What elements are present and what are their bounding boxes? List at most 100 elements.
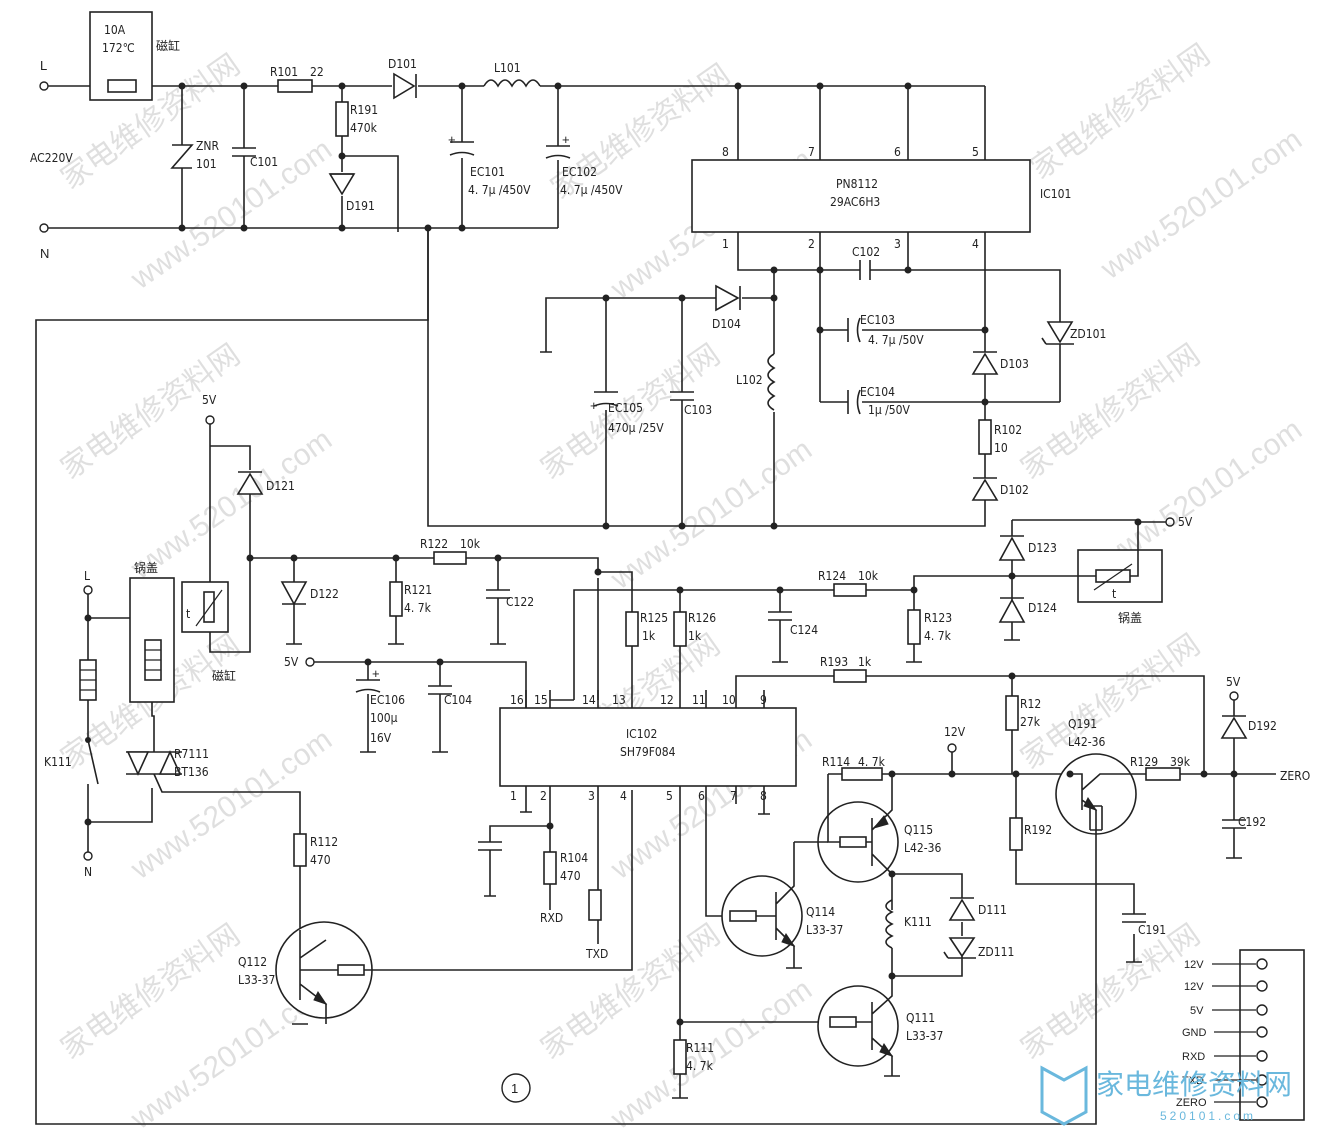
label-ec104: EC104 bbox=[860, 385, 895, 399]
resistor-r121 bbox=[389, 581, 403, 617]
junction bbox=[1230, 770, 1238, 778]
label-q112-val: L33-37 bbox=[238, 973, 275, 987]
ic102-pin4: 4 bbox=[620, 789, 627, 803]
terminal-5v-c bbox=[305, 657, 315, 667]
junction bbox=[678, 522, 686, 530]
heater-triac-section: L N 锅盖 K111 R7111 BT136 R112 470 Q112 L3… bbox=[44, 560, 633, 1025]
junction bbox=[981, 398, 989, 406]
label-q112: Q112 bbox=[238, 955, 267, 969]
ic101-pin6: 6 bbox=[894, 145, 901, 159]
wire-temp-line bbox=[250, 557, 599, 700]
connector-pin-12v: 12V bbox=[1184, 958, 1268, 971]
label-c103: C103 bbox=[684, 403, 712, 417]
relay-contact-k111 bbox=[87, 739, 99, 790]
diode-d102 bbox=[971, 478, 999, 501]
ic101-pin4: 4 bbox=[972, 237, 979, 251]
connector-pin bbox=[1256, 1026, 1268, 1038]
connector-label: GND bbox=[1182, 1027, 1207, 1039]
resistor-r122 bbox=[433, 551, 467, 565]
label-d103: D103 bbox=[1000, 357, 1029, 371]
capacitor-ec104-neg bbox=[856, 389, 861, 415]
wire-d122 bbox=[286, 558, 302, 645]
ic102-pin7: 7 bbox=[730, 789, 737, 803]
label-d102: D102 bbox=[1000, 483, 1029, 497]
connector-pin-12v-2: 12V bbox=[1184, 980, 1268, 993]
resistor-txd bbox=[588, 889, 602, 921]
transistor-q114-arrow bbox=[781, 933, 796, 947]
ic101-pin5: 5 bbox=[972, 145, 979, 159]
resistor-r129 bbox=[1145, 767, 1181, 781]
fuse-name: 磁缸 bbox=[156, 38, 180, 53]
junction bbox=[888, 972, 896, 980]
wire-5v-mcu bbox=[314, 661, 527, 708]
label-ec105: EC105 bbox=[608, 401, 643, 415]
transistor-q111-arrow bbox=[879, 1043, 894, 1057]
junction bbox=[364, 658, 372, 666]
label-ac220v: AC220V bbox=[30, 151, 73, 165]
diode-d122 bbox=[280, 581, 308, 606]
label-q191-val: L42-36 bbox=[1068, 735, 1106, 749]
resistor-r123 bbox=[907, 609, 921, 645]
label-q114-val: L33-37 bbox=[806, 923, 843, 937]
relay-driver-section: 12V R114 4. 7k Q115 L42-36 Q114 L33-37 K… bbox=[721, 725, 1070, 1077]
logo-mark-icon bbox=[1040, 1065, 1088, 1126]
connector-label: ZERO bbox=[1176, 1097, 1207, 1109]
ic101-pin1: 1 bbox=[722, 237, 729, 251]
label-c102: C102 bbox=[852, 245, 880, 259]
junction bbox=[84, 614, 92, 622]
label-k111: K111 bbox=[904, 915, 932, 929]
watermark-text: www.520101.com bbox=[604, 433, 818, 596]
ic102-pin2: 2 bbox=[540, 789, 547, 803]
junction bbox=[816, 266, 824, 274]
capacitor-c104 bbox=[428, 662, 452, 753]
terminal-n-b bbox=[83, 851, 93, 861]
connector-label: TXD bbox=[1182, 1075, 1204, 1087]
connector-label: 12V bbox=[1184, 959, 1204, 971]
diode-d123 bbox=[998, 536, 1026, 561]
ic102-pin10: 10 bbox=[722, 693, 736, 707]
label-q191: Q191 bbox=[1068, 717, 1097, 731]
label-n: N bbox=[40, 246, 49, 261]
label-r122: R122 bbox=[420, 537, 448, 551]
junction bbox=[678, 294, 686, 302]
terminal-5v-d bbox=[1229, 691, 1239, 701]
junction bbox=[816, 326, 824, 334]
junction bbox=[948, 770, 956, 778]
wire-ic102-pin1-2 bbox=[478, 786, 551, 897]
ic101-name: PN8112 bbox=[836, 177, 878, 191]
resistor-r111 bbox=[673, 1039, 687, 1075]
label-ec102: EC102 bbox=[562, 165, 597, 179]
diode-d104 bbox=[715, 284, 740, 312]
diode-d103 bbox=[971, 352, 999, 375]
connector-pin-txd: TXD bbox=[1182, 1074, 1268, 1087]
inductor-l102 bbox=[767, 353, 776, 411]
label-ec106: EC106 bbox=[370, 693, 405, 707]
label-l102: L102 bbox=[736, 373, 763, 387]
diode-d124 bbox=[998, 598, 1026, 623]
wire-q112-base bbox=[300, 790, 633, 971]
ntc-t: t bbox=[186, 607, 190, 621]
triac-half-b bbox=[158, 750, 182, 775]
capacitor-c122 bbox=[486, 558, 510, 645]
junction bbox=[338, 152, 346, 160]
ic102-pin16: 16 bbox=[510, 693, 524, 707]
junction bbox=[888, 770, 896, 778]
label-r114-val: 4. 7k bbox=[858, 755, 886, 769]
junction bbox=[178, 82, 186, 90]
triac-half-a bbox=[126, 751, 150, 776]
resistor-r112 bbox=[293, 833, 307, 867]
lid-heater-lines bbox=[145, 649, 161, 671]
ic102-pin13: 13 bbox=[612, 693, 626, 707]
label-zd101: ZD101 bbox=[1070, 327, 1106, 341]
ic101-pn8112 bbox=[691, 159, 1031, 233]
ic102-label: IC102 bbox=[626, 727, 657, 741]
zener-zd111 bbox=[948, 937, 976, 958]
label-r111: R111 bbox=[686, 1041, 714, 1055]
resistor-r191 bbox=[335, 101, 349, 137]
resistor-r192 bbox=[1009, 817, 1023, 851]
label-d124: D124 bbox=[1028, 601, 1057, 615]
ntc-name: 磁缸 bbox=[212, 668, 236, 683]
mcu-section: IC102 SH79F084 16 15 14 13 12 11 10 9 1 … bbox=[284, 655, 1205, 1099]
connector-pin bbox=[1256, 1050, 1268, 1062]
